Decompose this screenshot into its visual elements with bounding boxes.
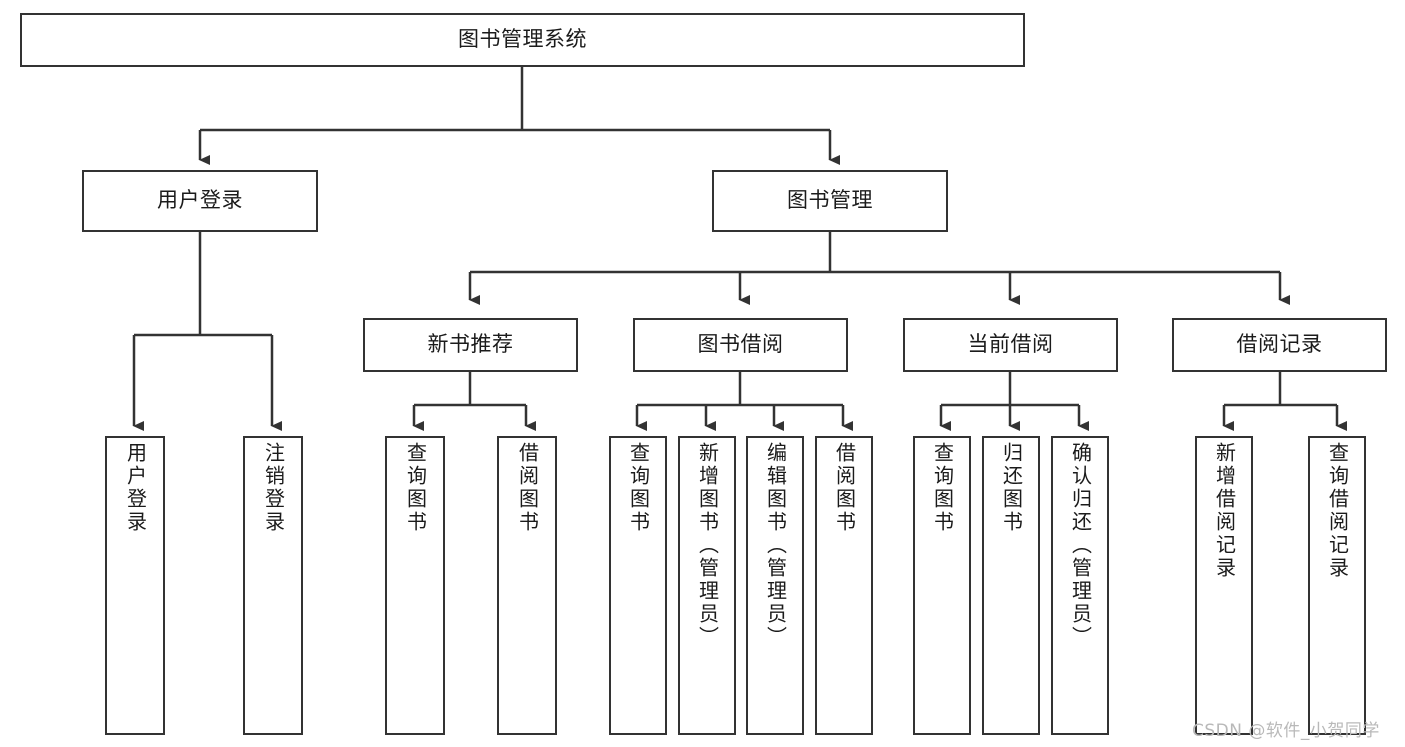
node-book-manage-label: 图书管理 — [787, 188, 873, 213]
leaf-new-book-recommend-1[interactable]: 借阅图书 — [497, 436, 557, 735]
node-book-borrow-label: 图书借阅 — [697, 332, 784, 357]
leaf-current-borrow-1-label: 归还图书 — [999, 442, 1024, 534]
node-root[interactable]: 图书管理系统 — [20, 13, 1025, 67]
node-root-label: 图书管理系统 — [458, 27, 587, 52]
leaf-book-borrow-3-label: 借阅图书 — [832, 442, 857, 534]
leaf-book-borrow-3[interactable]: 借阅图书 — [815, 436, 873, 735]
leaf-current-borrow-0[interactable]: 查询图书 — [913, 436, 971, 735]
leaf-user-login-0[interactable]: 用户登录 — [105, 436, 165, 735]
leaf-book-borrow-0[interactable]: 查询图书 — [609, 436, 667, 735]
leaf-new-book-recommend-0[interactable]: 查询图书 — [385, 436, 445, 735]
node-borrow-record[interactable]: 借阅记录 — [1172, 318, 1387, 372]
node-new-book-recommend-label: 新书推荐 — [427, 332, 514, 357]
node-book-borrow[interactable]: 图书借阅 — [633, 318, 848, 372]
node-user-login-label: 用户登录 — [157, 188, 243, 213]
node-current-borrow[interactable]: 当前借阅 — [903, 318, 1118, 372]
node-borrow-record-label: 借阅记录 — [1236, 332, 1323, 357]
leaf-current-borrow-0-label: 查询图书 — [930, 442, 955, 534]
leaf-borrow-record-1-label: 查询借阅记录 — [1325, 442, 1350, 580]
leaf-borrow-record-0-label: 新增借阅记录 — [1212, 442, 1237, 580]
node-new-book-recommend[interactable]: 新书推荐 — [363, 318, 578, 372]
leaf-user-login-1-label: 注销登录 — [261, 442, 286, 534]
leaf-new-book-recommend-0-label: 查询图书 — [403, 442, 428, 534]
leaf-book-borrow-1-label: 新增图书（管理员） — [695, 442, 720, 649]
leaf-current-borrow-2[interactable]: 确认归还（管理员） — [1051, 436, 1109, 735]
node-user-login[interactable]: 用户登录 — [82, 170, 318, 232]
node-book-manage[interactable]: 图书管理 — [712, 170, 948, 232]
leaf-current-borrow-1[interactable]: 归还图书 — [982, 436, 1040, 735]
leaf-book-borrow-1[interactable]: 新增图书（管理员） — [678, 436, 736, 735]
leaf-user-login-0-label: 用户登录 — [123, 442, 148, 534]
leaf-new-book-recommend-1-label: 借阅图书 — [515, 442, 540, 534]
leaf-borrow-record-1[interactable]: 查询借阅记录 — [1308, 436, 1366, 735]
leaf-user-login-1[interactable]: 注销登录 — [243, 436, 303, 735]
leaf-borrow-record-0[interactable]: 新增借阅记录 — [1195, 436, 1253, 735]
leaf-book-borrow-2[interactable]: 编辑图书（管理员） — [746, 436, 804, 735]
leaf-book-borrow-2-label: 编辑图书（管理员） — [763, 442, 788, 649]
leaf-book-borrow-0-label: 查询图书 — [626, 442, 651, 534]
node-current-borrow-label: 当前借阅 — [967, 332, 1054, 357]
leaf-current-borrow-2-label: 确认归还（管理员） — [1068, 442, 1093, 649]
